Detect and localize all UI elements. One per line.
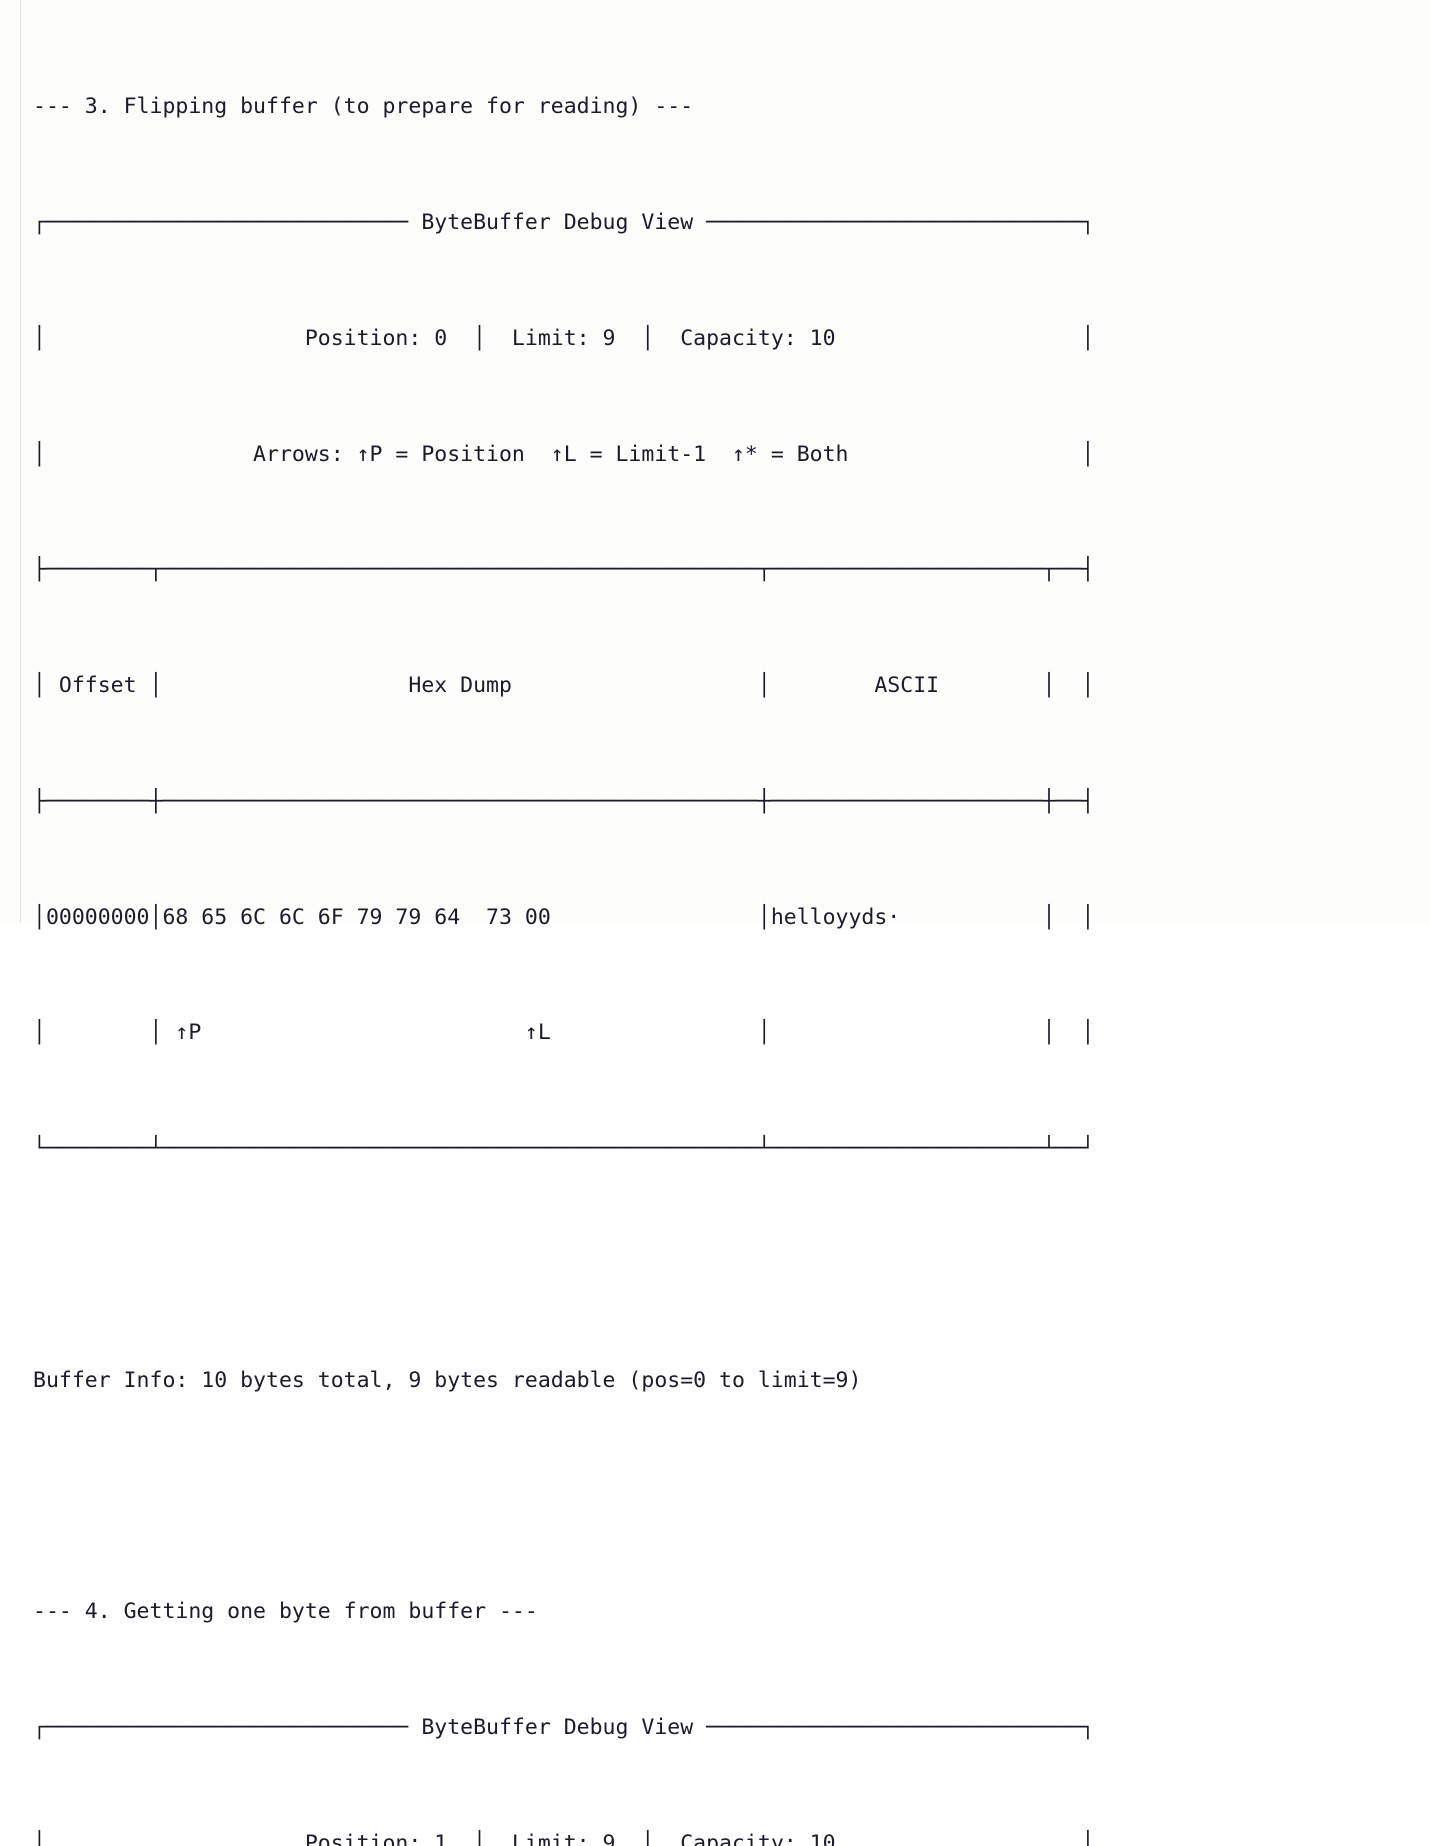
panel-2-top-border: ┌──────────────────────────── ByteBuffer… <box>33 1715 1095 1741</box>
panel-1-legend-line: │ Arrows: ↑P = Position ↑L = Limit-1 ↑* … <box>33 441 1095 467</box>
buffer-info-line: Buffer Info: 10 bytes total, 9 bytes rea… <box>33 1367 862 1393</box>
panel-2-status-line: │ Position: 1 │ Limit: 9 │ Capacity: 10 … <box>33 1830 1095 1846</box>
panel-1-status-line: │ Position: 0 │ Limit: 9 │ Capacity: 10 … <box>33 325 1095 351</box>
heading-step-3: --- 3. Flipping buffer (to prepare for r… <box>33 94 694 120</box>
panel-1-header-sep-top: ├────────┬──────────────────────────────… <box>33 557 1095 583</box>
panel-1-bottom-border: └────────┴──────────────────────────────… <box>33 1136 1095 1162</box>
heading-step-4: --- 4. Getting one byte from buffer --- <box>33 1599 538 1625</box>
editor-gutter-rule <box>20 0 21 923</box>
console-text-body[interactable]: --- 3. Flipping buffer (to prepare for r… <box>33 0 1423 1846</box>
panel-1-marker-row: │ │ ↑P ↑L │ │ │ <box>33 1020 1095 1046</box>
panel-1-header-sep-bot: ├────────┼──────────────────────────────… <box>33 788 1095 814</box>
blank-line-2 <box>33 1478 1423 1517</box>
blank-line-1 <box>33 1246 1423 1285</box>
panel-1-top-border: ┌──────────────────────────── ByteBuffer… <box>33 209 1095 235</box>
panel-1-column-headers: │ Offset │ Hex Dump │ ASCII │ │ <box>33 673 1095 699</box>
panel-1-hex-row: │00000000│68 65 6C 6C 6F 79 79 64 73 00 … <box>33 904 1095 930</box>
